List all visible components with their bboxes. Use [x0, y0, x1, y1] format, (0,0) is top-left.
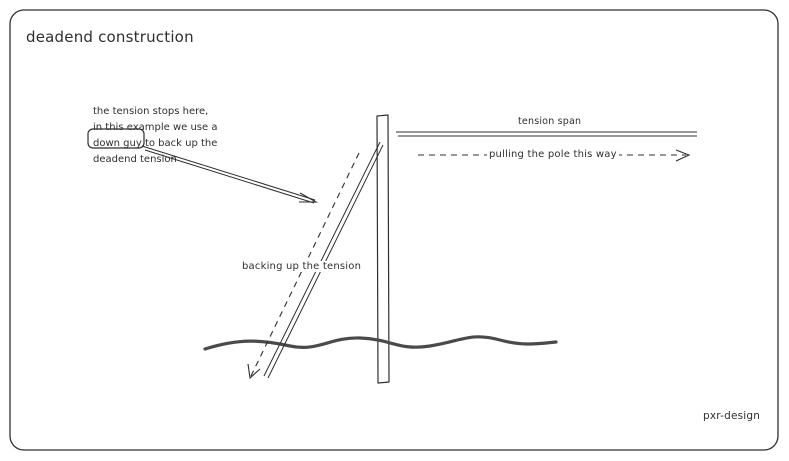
annotation-line-2: in this example we use a — [93, 122, 218, 133]
ground-line — [203, 335, 558, 351]
frame-border — [9, 9, 779, 451]
tension-span-wire — [396, 131, 697, 137]
diagram-title: deadend construction — [26, 28, 194, 46]
pulling-label: pulling the pole this way — [487, 149, 619, 160]
annotation-line-3: down guy to back up the — [93, 138, 218, 149]
annotation-pointer-arrowhead — [299, 192, 319, 203]
backing-arrowhead — [247, 363, 261, 380]
down-guy-highlight-box — [87, 128, 145, 149]
annotation-pointer-arrow — [141, 145, 316, 204]
tension-span-label: tension span — [518, 116, 582, 127]
pole — [376, 114, 390, 384]
annotation-text: the tension stops here, in this example … — [93, 104, 217, 168]
pulling-arrowhead — [675, 149, 691, 162]
backing-label: backing up the tension — [241, 261, 363, 272]
brand-signature: pxr-design — [703, 410, 761, 422]
annotation-line-1: the tension stops here, — [93, 106, 209, 117]
annotation-line-4: deadend tension — [93, 154, 177, 165]
